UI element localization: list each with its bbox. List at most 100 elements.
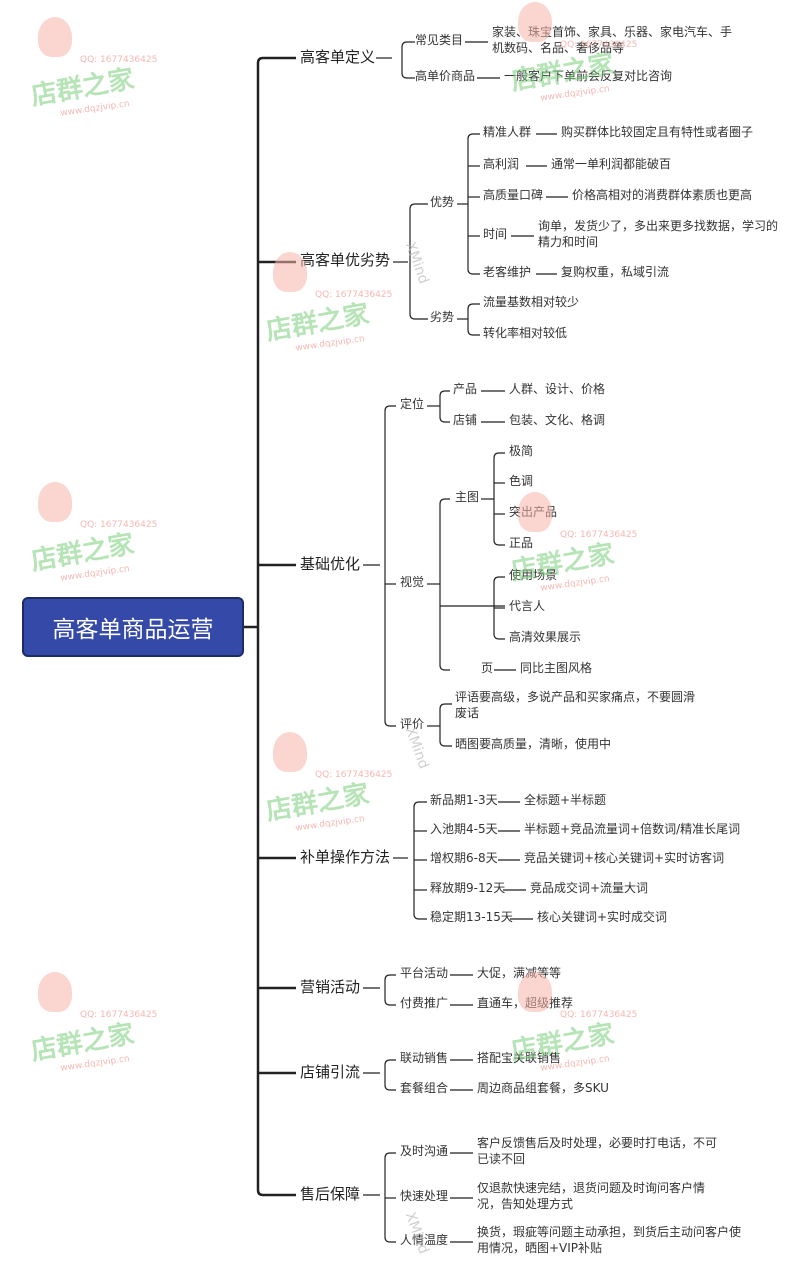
b2-main-stem [493, 452, 505, 459]
leaf-product: 人群、设计、价格 [509, 382, 606, 396]
leaf-paid-promotion: 直通车，超级推荐 [477, 996, 574, 1010]
b2-vis-stem [439, 664, 450, 671]
topic-human-warmth[interactable]: 人情温度 [400, 1233, 449, 1247]
b2-vis-stem [439, 498, 450, 505]
topic-visual[interactable]: 视觉 [400, 575, 425, 589]
leaf-timely-communication: 客户反馈售后及时处理，必要时打电话，不可已读不回 [477, 1136, 718, 1166]
b2-pos-stem [439, 416, 450, 423]
branch-after-sales[interactable]: 售后保障 [300, 1185, 361, 1203]
b2-main-stem [493, 539, 505, 546]
topic-time[interactable]: 时间 [483, 227, 508, 241]
leaf-high-price: 一般客户下单前会反复对比咨询 [504, 69, 673, 83]
leaf-detail-style: 同比主图风格 [520, 661, 593, 675]
b2-rev-stem [439, 740, 452, 747]
b2-stem [384, 720, 396, 727]
b5-stem [384, 1084, 396, 1091]
branch-basic-optimization[interactable]: 基础优化 [300, 555, 361, 573]
topic-quality-reputation[interactable]: 高质量口碑 [483, 188, 544, 202]
b1-adv-stem [467, 268, 480, 275]
topic-common-categories[interactable]: 常见类目 [415, 33, 464, 47]
topic-store[interactable]: 店铺 [453, 413, 478, 427]
topic-disadvantages[interactable]: 劣势 [430, 310, 455, 324]
topic-weight-period[interactable]: 增权期6-8天 [430, 851, 498, 865]
branch-traffic[interactable]: 店铺引流 [300, 1063, 361, 1081]
b1-dis-stem [467, 329, 480, 336]
leaf-new-period: 全标题+半标题 [524, 793, 607, 807]
leaf-usage-scene: 使用场景 [509, 568, 558, 582]
leaf-review-text: 评语要高级，多说产品和买家痛点，不要圆滑废话 [455, 690, 696, 720]
leaf-spokesperson: 代言人 [509, 599, 546, 613]
topic-advantages[interactable]: 优势 [430, 195, 455, 209]
b6-stem [384, 1152, 396, 1159]
topic-stable-period[interactable]: 稳定期13-15天 [430, 910, 513, 924]
topic-high-price[interactable]: 高单价商品 [415, 69, 476, 83]
b4-stem [384, 999, 396, 1006]
topic-release-period[interactable]: 释放期9-12天 [430, 881, 506, 895]
branch-definition[interactable]: 高客单定义 [300, 48, 376, 66]
leaf-store: 包装、文化、格调 [509, 413, 606, 427]
b6-stem [384, 1236, 396, 1243]
leaf-fast-processing: 仅退款快速完结，退货问题及时询问客户情况，告知处理方式 [477, 1181, 706, 1211]
b3-stem [413, 801, 427, 808]
leaf-review-photos: 晒图要高质量，清晰，使用中 [455, 737, 612, 751]
leaf-highlight-product: 突出产品 [509, 505, 558, 519]
leaf-high-profit: 通常一单利润都能破百 [551, 157, 672, 171]
leaf-categories: 家装、珠宝首饰、家具、乐器、家电汽车、手机数码、名品、奢侈品等 [492, 25, 733, 55]
leaf-hd-display: 高清效果展示 [509, 630, 582, 644]
leaf-precise-crowd: 购买群体比较固定且有特性或者圈子 [561, 125, 754, 139]
leaf-time: 询单，发货少了，多出来更多找数据，学习的精力和时间 [538, 219, 779, 249]
root-node[interactable]: 高客单商品运营 [22, 597, 244, 657]
topic-detail-page[interactable]: 页 [481, 661, 494, 675]
trunk-stem [256, 1189, 296, 1197]
trunk-stem [256, 56, 296, 64]
topic-product[interactable]: 产品 [453, 382, 478, 396]
topic-paid-promotion[interactable]: 付费推广 [400, 996, 449, 1010]
b5-stem [384, 1059, 396, 1066]
leaf-minimal: 极简 [509, 444, 534, 458]
topic-timely-communication[interactable]: 及时沟通 [400, 1144, 449, 1158]
topic-new-period[interactable]: 新品期1-3天 [430, 793, 498, 807]
topic-less-traffic[interactable]: 流量基数相对较少 [483, 295, 580, 309]
topic-linked-sales[interactable]: 联动销售 [400, 1051, 449, 1065]
topic-low-conversion[interactable]: 转化率相对较低 [483, 326, 568, 340]
leaf-human-warmth: 换货，瑕疵等问题主动承担，到货后主动问客户使用情况，晒图+VIP补贴 [477, 1225, 742, 1255]
b1-stem [409, 313, 428, 320]
leaf-bundle: 周边商品组套餐，多SKU [477, 1081, 609, 1095]
branch-pros-cons[interactable]: 高客单优劣势 [300, 251, 391, 269]
topic-reviews[interactable]: 评价 [400, 717, 425, 731]
topic-pool-period[interactable]: 入池期4-5天 [430, 822, 498, 836]
leaf-release-period: 竞品成交词+流量大词 [530, 881, 649, 895]
leaf-stable-period: 核心关键词+实时成交词 [537, 910, 668, 924]
b4-stem [384, 974, 396, 981]
topic-fast-processing[interactable]: 快速处理 [400, 1189, 449, 1203]
b1-stem [409, 203, 428, 210]
leaf-linked-sales: 搭配宝关联销售 [477, 1051, 562, 1065]
b1-dis-stem [467, 303, 480, 310]
topic-main-image[interactable]: 主图 [455, 490, 480, 504]
topic-old-customers[interactable]: 老客维护 [483, 265, 532, 279]
leaf-genuine: 正品 [509, 536, 534, 550]
branch-order-method[interactable]: 补单操作方法 [300, 848, 391, 866]
b3-stem [413, 913, 427, 920]
topic-positioning[interactable]: 定位 [400, 397, 425, 411]
b2-rev-stem [439, 703, 452, 710]
b1-adv-stem [467, 133, 480, 140]
topic-bundle[interactable]: 套餐组合 [400, 1081, 449, 1095]
b2-vis2-stem [493, 633, 505, 640]
b0-stem [401, 41, 412, 48]
b0-stem [401, 72, 412, 79]
b2-stem [384, 405, 396, 412]
topic-platform-activity[interactable]: 平台活动 [400, 966, 449, 980]
leaf-quality-reputation: 价格高相对的消费群体素质也更高 [572, 188, 753, 202]
branch-marketing[interactable]: 营销活动 [300, 978, 361, 996]
leaf-weight-period: 竞品关键词+核心关键词+实时访客词 [524, 851, 725, 865]
leaf-platform-activity: 大促，满减等等 [477, 966, 562, 980]
leaf-color-tone: 色调 [509, 474, 534, 488]
topic-precise-crowd[interactable]: 精准人群 [483, 125, 532, 139]
leaf-old-customers: 复购权重，私域引流 [561, 265, 670, 279]
b2-vis2-stem [493, 576, 505, 583]
leaf-pool-period: 半标题+竞品流量词+倍数词/精准长尾词 [524, 822, 741, 836]
topic-high-profit[interactable]: 高利润 [483, 157, 520, 171]
b2-pos-stem [439, 390, 450, 397]
